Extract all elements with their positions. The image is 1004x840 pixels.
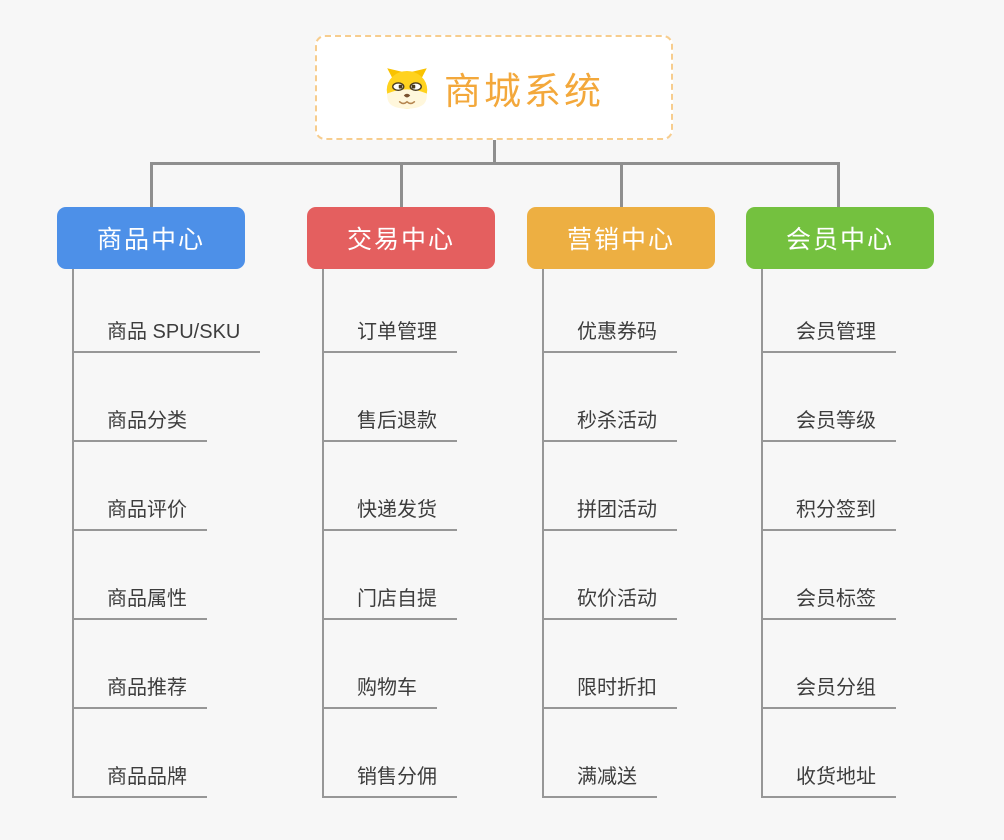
connector-horizontal-bar bbox=[150, 162, 840, 165]
leaf-node-product-category[interactable]: 商品分类 bbox=[74, 404, 207, 442]
leaf-node-product-recommend[interactable]: 商品推荐 bbox=[74, 671, 207, 709]
branch-children-marketing-center: 优惠券码 秒杀活动 拼团活动 砍价活动 限时折扣 满减送 bbox=[542, 269, 794, 798]
root-title: 商城系统 bbox=[444, 70, 604, 112]
connector-drop-trade bbox=[400, 162, 403, 208]
leaf-node-product-attribute[interactable]: 商品属性 bbox=[74, 582, 207, 620]
branch-children-trade-center: 订单管理 售后退款 快递发货 门店自提 购物车 销售分佣 bbox=[322, 269, 574, 798]
leaf-node-limited-time-discount[interactable]: 限时折扣 bbox=[544, 671, 677, 709]
root-node[interactable]: 商城系统 bbox=[315, 35, 673, 140]
leaf-node-spend-and-save[interactable]: 满减送 bbox=[544, 760, 657, 798]
connector-drop-product bbox=[150, 162, 153, 208]
dog-face-icon bbox=[384, 65, 430, 111]
connector-drop-marketing bbox=[620, 162, 623, 208]
branch-node-trade-center[interactable]: 交易中心 bbox=[307, 207, 495, 269]
leaf-node-coupon-code[interactable]: 优惠券码 bbox=[544, 315, 677, 353]
leaf-node-sales-commission[interactable]: 销售分佣 bbox=[324, 760, 457, 798]
leaf-node-store-pickup[interactable]: 门店自提 bbox=[324, 582, 457, 620]
branch-node-product-center[interactable]: 商品中心 bbox=[57, 207, 245, 269]
leaf-node-product-brand[interactable]: 商品品牌 bbox=[74, 760, 207, 798]
leaf-node-member-level[interactable]: 会员等级 bbox=[763, 404, 896, 442]
leaf-node-bargain-activity[interactable]: 砍价活动 bbox=[544, 582, 677, 620]
leaf-node-flash-sale[interactable]: 秒杀活动 bbox=[544, 404, 677, 442]
connector-root-stem bbox=[493, 140, 496, 164]
leaf-node-express-shipping[interactable]: 快递发货 bbox=[324, 493, 457, 531]
leaf-node-member-management[interactable]: 会员管理 bbox=[763, 315, 896, 353]
leaf-node-shopping-cart[interactable]: 购物车 bbox=[324, 671, 437, 709]
leaf-node-product-spu-sku[interactable]: 商品 SPU/SKU bbox=[74, 315, 261, 353]
leaf-node-aftersale-refund[interactable]: 售后退款 bbox=[324, 404, 457, 442]
branch-children-product-center: 商品 SPU/SKU 商品分类 商品评价 商品属性 商品推荐 商品品牌 bbox=[72, 269, 324, 798]
leaf-node-group-buy[interactable]: 拼团活动 bbox=[544, 493, 677, 531]
branch-node-marketing-center[interactable]: 营销中心 bbox=[527, 207, 715, 269]
leaf-node-member-tag[interactable]: 会员标签 bbox=[763, 582, 896, 620]
leaf-node-points-checkin[interactable]: 积分签到 bbox=[763, 493, 896, 531]
leaf-node-member-group[interactable]: 会员分组 bbox=[763, 671, 896, 709]
branch-children-member-center: 会员管理 会员等级 积分签到 会员标签 会员分组 收货地址 bbox=[761, 269, 1004, 798]
leaf-node-shipping-address[interactable]: 收货地址 bbox=[763, 760, 896, 798]
branch-node-member-center[interactable]: 会员中心 bbox=[746, 207, 934, 269]
leaf-node-product-review[interactable]: 商品评价 bbox=[74, 493, 207, 531]
connector-drop-member bbox=[837, 162, 840, 208]
leaf-node-order-management[interactable]: 订单管理 bbox=[324, 315, 457, 353]
